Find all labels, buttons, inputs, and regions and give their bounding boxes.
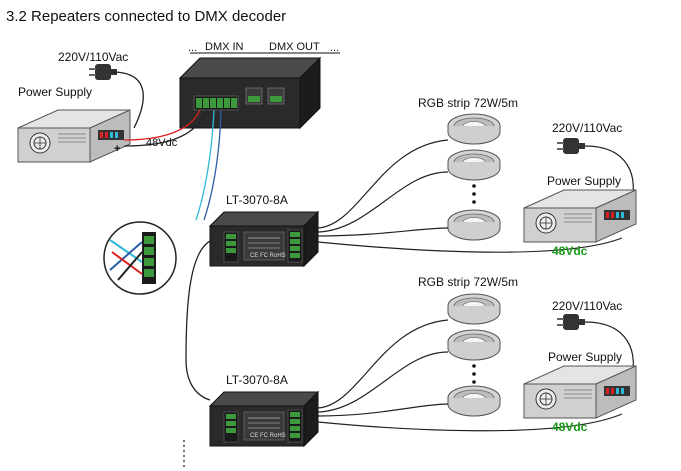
repeater-2: LT-3070-8A (209, 373, 319, 447)
mains-label-2: 220V/110Vac (552, 299, 622, 313)
mains-label-1: 220V/110Vac (552, 121, 622, 135)
svg-text:+: + (114, 143, 120, 155)
repeater-1: LT-3070-8A (209, 193, 319, 267)
plug-icon-2 (557, 314, 585, 330)
strip-1-label: RGB strip 72W/5m (418, 96, 518, 110)
repeater-1-label: LT-3070-8A (226, 193, 288, 207)
power-supply-2-label: Power Supply (548, 350, 622, 364)
strip-reel-1b (447, 149, 501, 181)
strip-reel-2b (447, 329, 501, 361)
power-supply-2: 220V/110Vac Power Supply 48Vdc (523, 299, 637, 434)
dmx-decoder: ... DMX IN DMX OUT ... (178, 41, 340, 130)
connection-detail-zoom (103, 221, 177, 295)
rgb-strip-group-1: RGB strip 72W/5m (317, 96, 623, 253)
strip-2-label: RGB strip 72W/5m (418, 275, 518, 289)
power-supply-main: 220V/110Vac Power Supply 48Vdc + (17, 50, 208, 163)
strip-reel-1a (447, 113, 501, 145)
mains-label: 220V/110Vac (58, 50, 128, 64)
supply-1-output-label: 48Vdc (552, 244, 588, 258)
power-supply-label: Power Supply (18, 85, 92, 99)
strip-reel-2c (447, 385, 501, 417)
strip-reel-1c (447, 209, 501, 241)
svg-text:...: ... (330, 42, 339, 54)
plug-icon-1 (557, 138, 585, 154)
strip-reel-2a (447, 293, 501, 325)
svg-text:...: ... (188, 42, 197, 54)
repeater-2-label: LT-3070-8A (226, 373, 288, 387)
rgb-strip-group-2: RGB strip 72W/5m (317, 275, 623, 432)
supply-2-output-label: 48Vdc (552, 420, 588, 434)
dmx-out-label: DMX OUT (269, 41, 320, 53)
section-title: 3.2 Repeaters connected to DMX decoder (6, 8, 287, 25)
power-supply-1-label: Power Supply (547, 174, 621, 188)
dmx-in-label: DMX IN (205, 41, 244, 53)
power-supply-1: 220V/110Vac Power Supply 48Vdc (523, 121, 637, 258)
